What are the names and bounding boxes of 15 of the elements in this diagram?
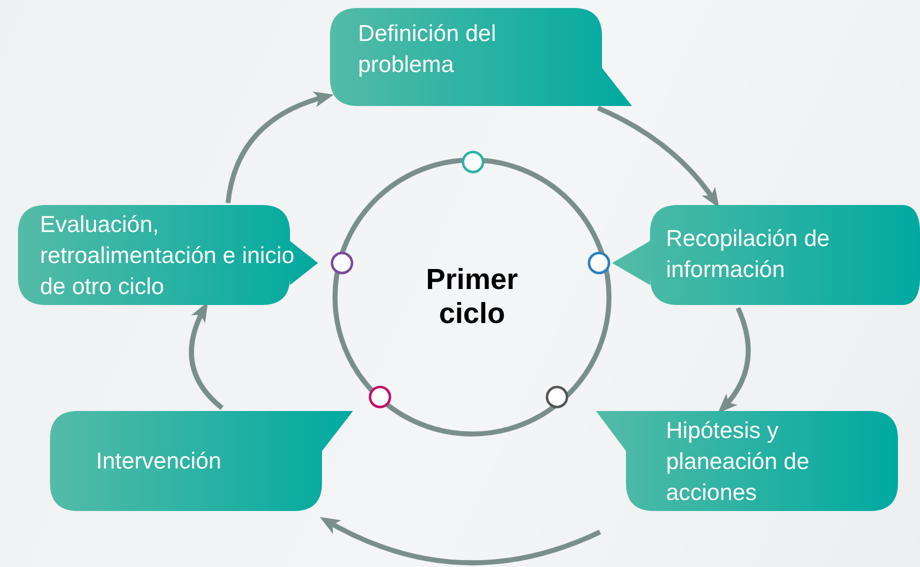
curved-arrow [596, 106, 720, 208]
step-label: Evaluación, retroalimentación e inicio de otro ciclo [40, 210, 296, 301]
step-label: Intervención [96, 446, 222, 476]
step-label: Recopilación de información [666, 224, 831, 284]
curved-arrow [320, 517, 601, 566]
step-label: Hipótesis y planeación de acciones [666, 416, 810, 507]
step-label: Definición del problema [358, 19, 498, 79]
curved-arrow [718, 307, 751, 414]
curved-arrow [226, 92, 334, 204]
speech-bubble [612, 205, 920, 305]
speech-bubble [596, 411, 898, 511]
speech-bubble [330, 8, 632, 106]
center-title: Primer ciclo [425, 263, 519, 331]
speech-bubble [50, 411, 353, 511]
speech-bubble [18, 205, 318, 305]
